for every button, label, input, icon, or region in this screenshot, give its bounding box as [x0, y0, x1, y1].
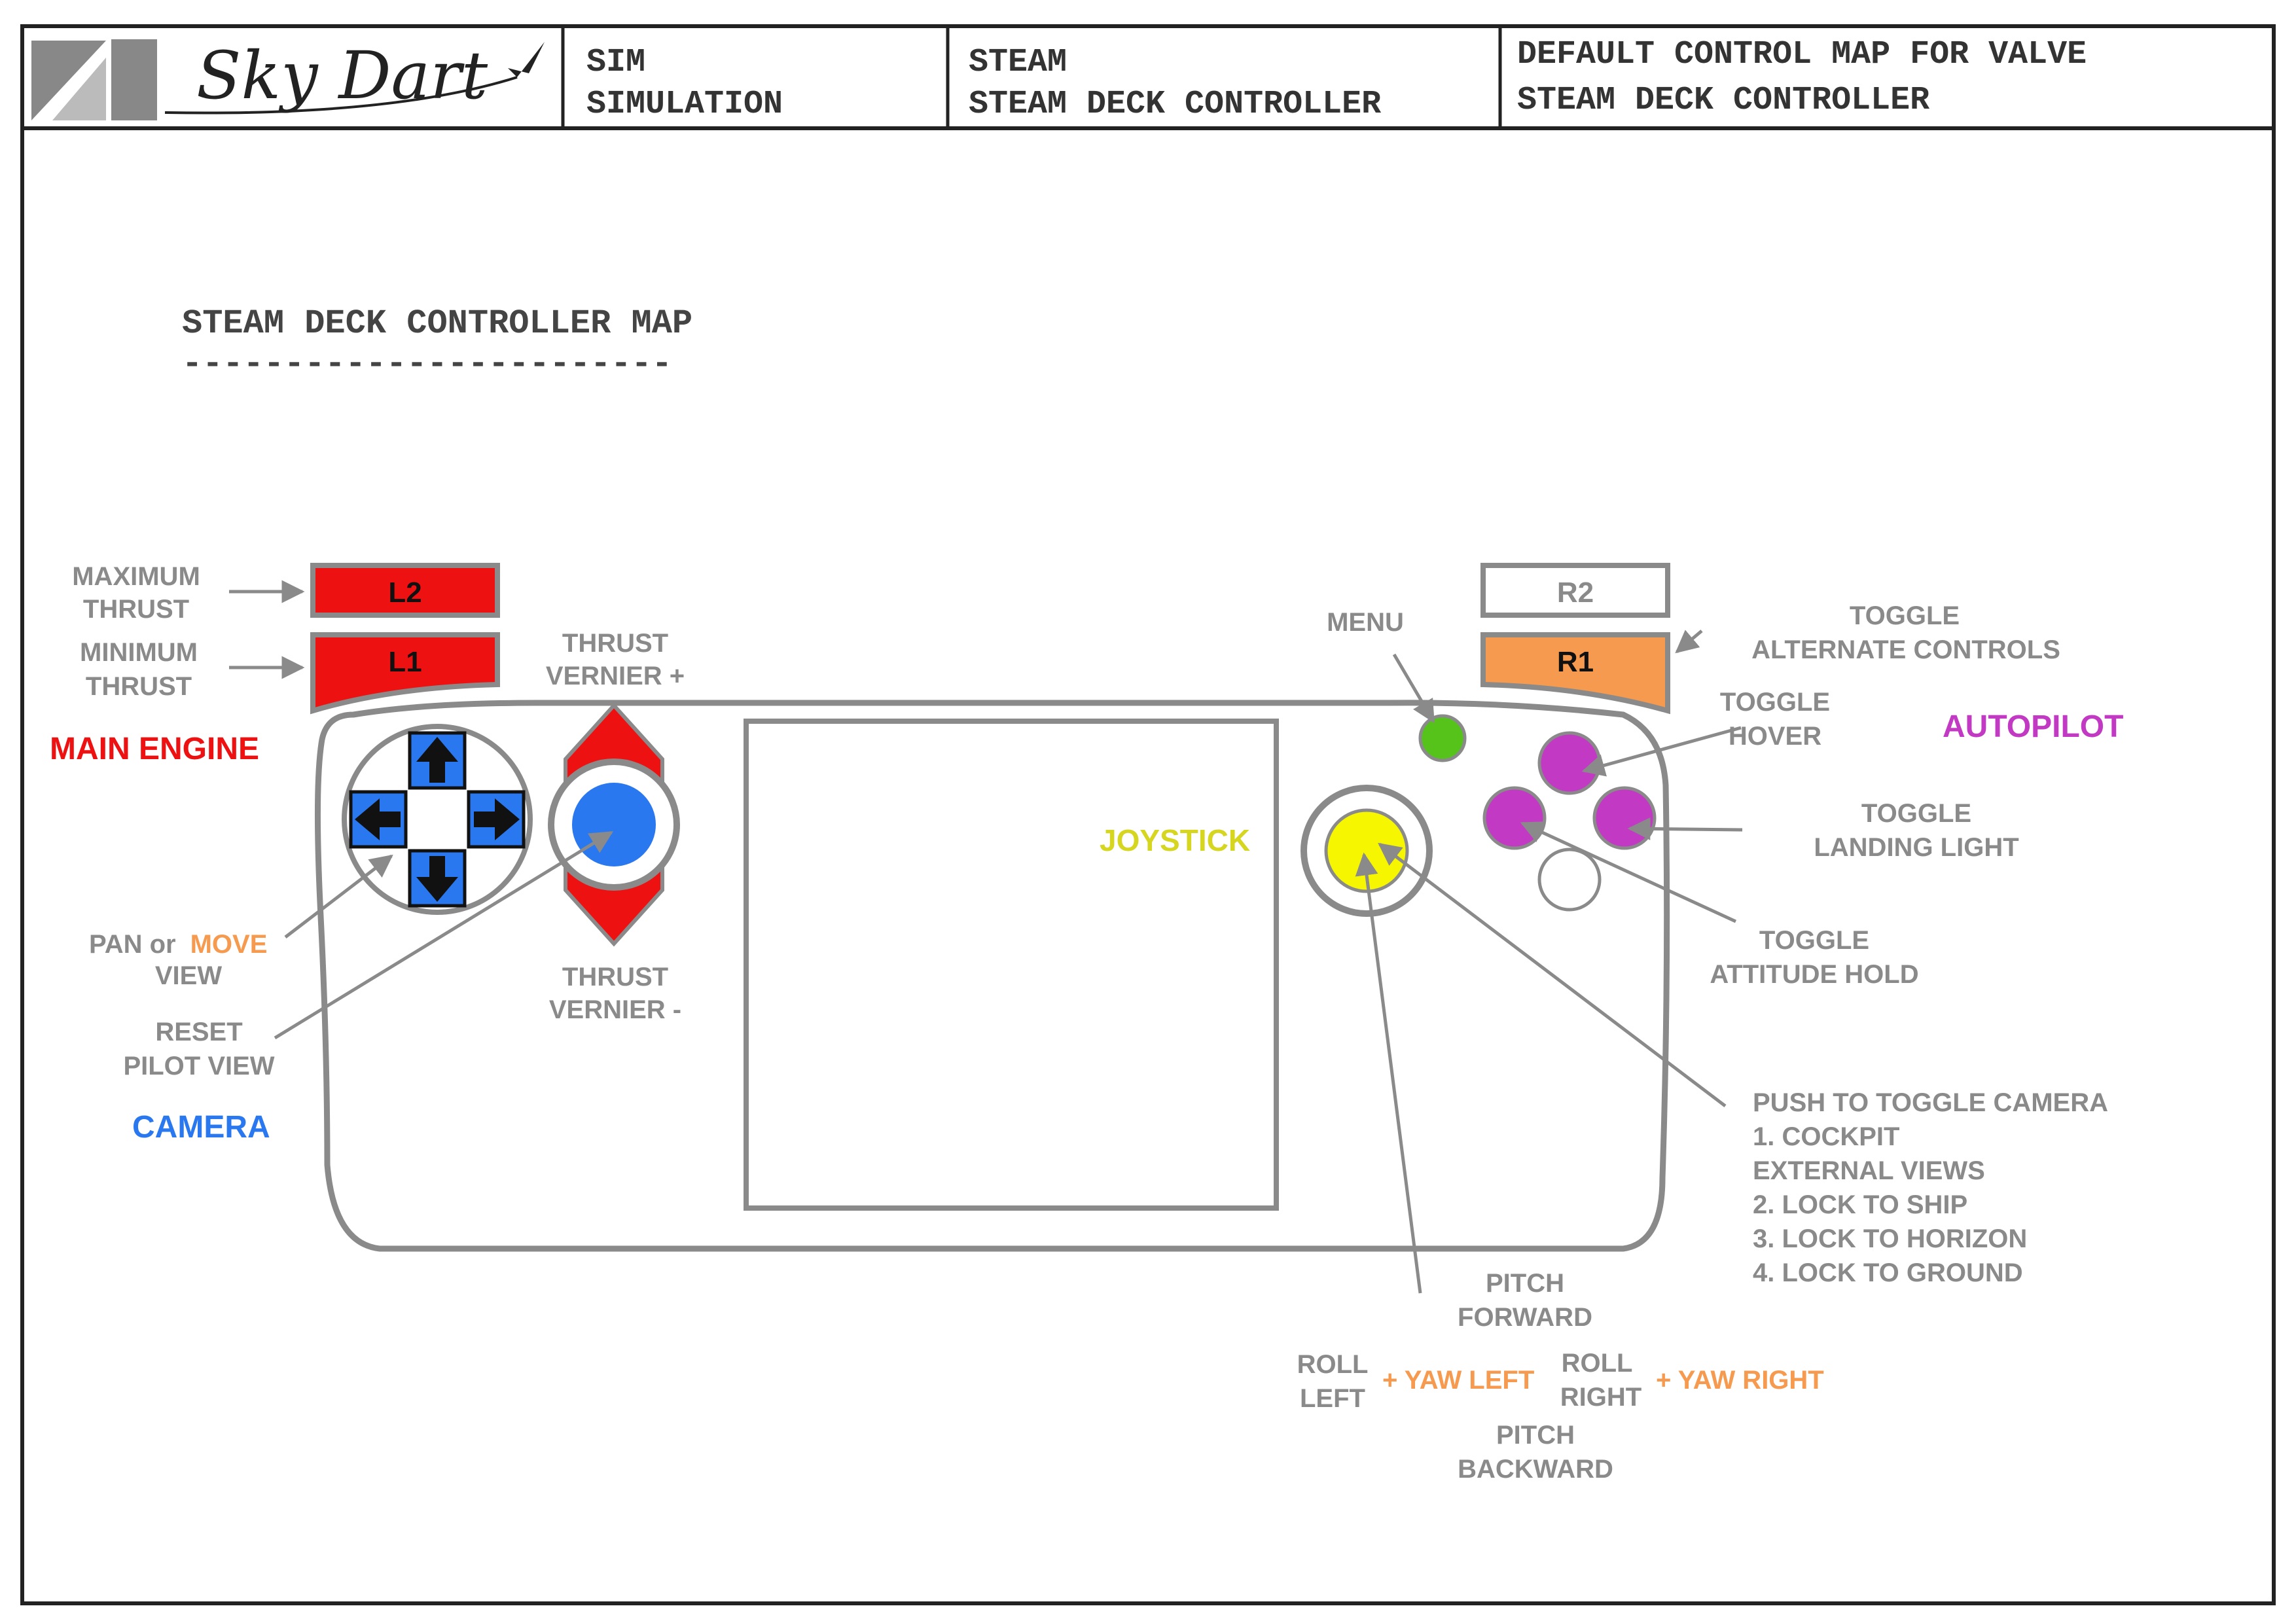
l2-button[interactable]: L2 — [310, 563, 500, 618]
yaw-right-label: + YAW RIGHT — [1656, 1366, 1824, 1395]
maximum-thrust-label-1: MAXIMUM — [72, 562, 200, 591]
r1-label: R1 — [1557, 646, 1594, 678]
dpad-down-arrow-icon — [416, 856, 458, 902]
title-cell3-line1: DEFAULT CONTROL MAP FOR VALVE — [1517, 36, 2087, 73]
camera-modes-list: PUSH TO TOGGLE CAMERA 1. COCKPIT EXTERNA… — [1753, 1088, 2108, 1287]
sky-dart-logo: Sky Dart — [31, 37, 545, 120]
thrust-vernier-minus-2: VERNIER - — [549, 995, 681, 1024]
r1-button[interactable]: R1 — [1480, 632, 1670, 715]
minimum-thrust-label-1: MINIMUM — [80, 638, 198, 667]
l2-label: L2 — [388, 577, 422, 609]
toggle-hover-2: HOVER — [1729, 722, 1821, 751]
menu-button[interactable] — [1418, 714, 1467, 762]
roll-left-1: ROLL — [1297, 1350, 1369, 1379]
yaw-left-label: + YAW LEFT — [1382, 1366, 1534, 1395]
svg-text:4. LOCK TO GROUND: 4. LOCK TO GROUND — [1753, 1258, 2023, 1287]
leader-lines — [229, 580, 1743, 1294]
maximum-thrust-label-2: THRUST — [83, 595, 189, 624]
page-title: STEAM DECK CONTROLLER MAP — [182, 304, 692, 343]
l1-label: L1 — [388, 646, 422, 678]
toggle-landing-light-2: LANDING LIGHT — [1814, 833, 2018, 862]
title-cell1-line2: SIMULATION — [586, 86, 783, 123]
joystick-label: JOYSTICK — [1100, 823, 1250, 857]
toggle-attitude-hold-1: TOGGLE — [1759, 926, 1869, 955]
left-thumbstick[interactable] — [548, 702, 680, 947]
face-button-top[interactable] — [1537, 731, 1602, 795]
roll-right-2: RIGHT — [1560, 1383, 1641, 1412]
page-title-rule: ------------------------ — [182, 345, 672, 383]
title-cell1-line1: SIM — [586, 44, 645, 81]
r2-button[interactable]: R2 — [1480, 563, 1670, 618]
svg-text:Sky Dart: Sky Dart — [196, 37, 488, 114]
svg-text:EXTERNAL VIEWS: EXTERNAL VIEWS — [1753, 1156, 1985, 1185]
reset-pilot-view-1: RESET — [155, 1018, 242, 1046]
d-pad[interactable] — [342, 724, 533, 915]
svg-text:1. COCKPIT: 1. COCKPIT — [1753, 1122, 1899, 1151]
thrust-vernier-minus-1: THRUST — [562, 963, 668, 991]
thrust-vernier-plus-1: THRUST — [562, 629, 668, 658]
view-label: VIEW — [155, 961, 222, 990]
face-button-bottom[interactable] — [1537, 847, 1602, 912]
main-engine-heading: MAIN ENGINE — [50, 732, 259, 766]
menu-label: MENU — [1327, 608, 1404, 637]
toggle-alt-controls-1: TOGGLE — [1850, 601, 1960, 630]
reset-pilot-view-2: PILOT VIEW — [123, 1052, 274, 1080]
pitch-forward-1: PITCH — [1486, 1269, 1564, 1298]
pitch-forward-2: FORWARD — [1458, 1303, 1592, 1332]
page-border — [20, 24, 2276, 1605]
l1-button[interactable]: L1 — [310, 632, 500, 715]
r2-label: R2 — [1557, 577, 1594, 609]
toggle-hover-1: TOGGLE — [1720, 688, 1830, 717]
dpad-left-arrow-icon — [355, 798, 401, 840]
thrust-vernier-plus-2: VERNIER + — [546, 662, 685, 690]
svg-text:PUSH TO TOGGLE CAMERA: PUSH TO TOGGLE CAMERA — [1753, 1088, 2108, 1117]
autopilot-heading: AUTOPILOT — [1943, 709, 2123, 744]
minimum-thrust-label-2: THRUST — [86, 672, 192, 701]
right-thumbstick[interactable] — [1300, 785, 1433, 917]
title-cell2-line2: STEAM DECK CONTROLLER — [969, 86, 1381, 123]
face-button-right[interactable] — [1592, 786, 1657, 850]
toggle-attitude-hold-2: ATTITUDE HOLD — [1710, 960, 1918, 989]
roll-right-1: ROLL — [1562, 1349, 1633, 1378]
dpad-up-arrow-icon — [416, 737, 458, 783]
dpad-right-arrow-icon — [474, 798, 520, 840]
pitch-backward-1: PITCH — [1496, 1421, 1575, 1450]
title-cell2-line1: STEAM — [969, 44, 1067, 81]
pitch-backward-2: BACKWARD — [1458, 1455, 1613, 1484]
svg-text:3. LOCK TO HORIZON: 3. LOCK TO HORIZON — [1753, 1224, 2027, 1253]
camera-heading: CAMERA — [132, 1110, 270, 1145]
face-button-left[interactable] — [1482, 786, 1547, 850]
title-cell3-line2: STEAM DECK CONTROLLER — [1517, 82, 1929, 119]
toggle-alt-controls-2: ALTERNATE CONTROLS — [1751, 635, 2060, 664]
roll-left-2: LEFT — [1300, 1384, 1365, 1413]
touchscreen[interactable] — [744, 719, 1279, 1211]
svg-text:2. LOCK TO SHIP: 2. LOCK TO SHIP — [1753, 1190, 1967, 1219]
toggle-landing-light-1: TOGGLE — [1861, 799, 1971, 828]
